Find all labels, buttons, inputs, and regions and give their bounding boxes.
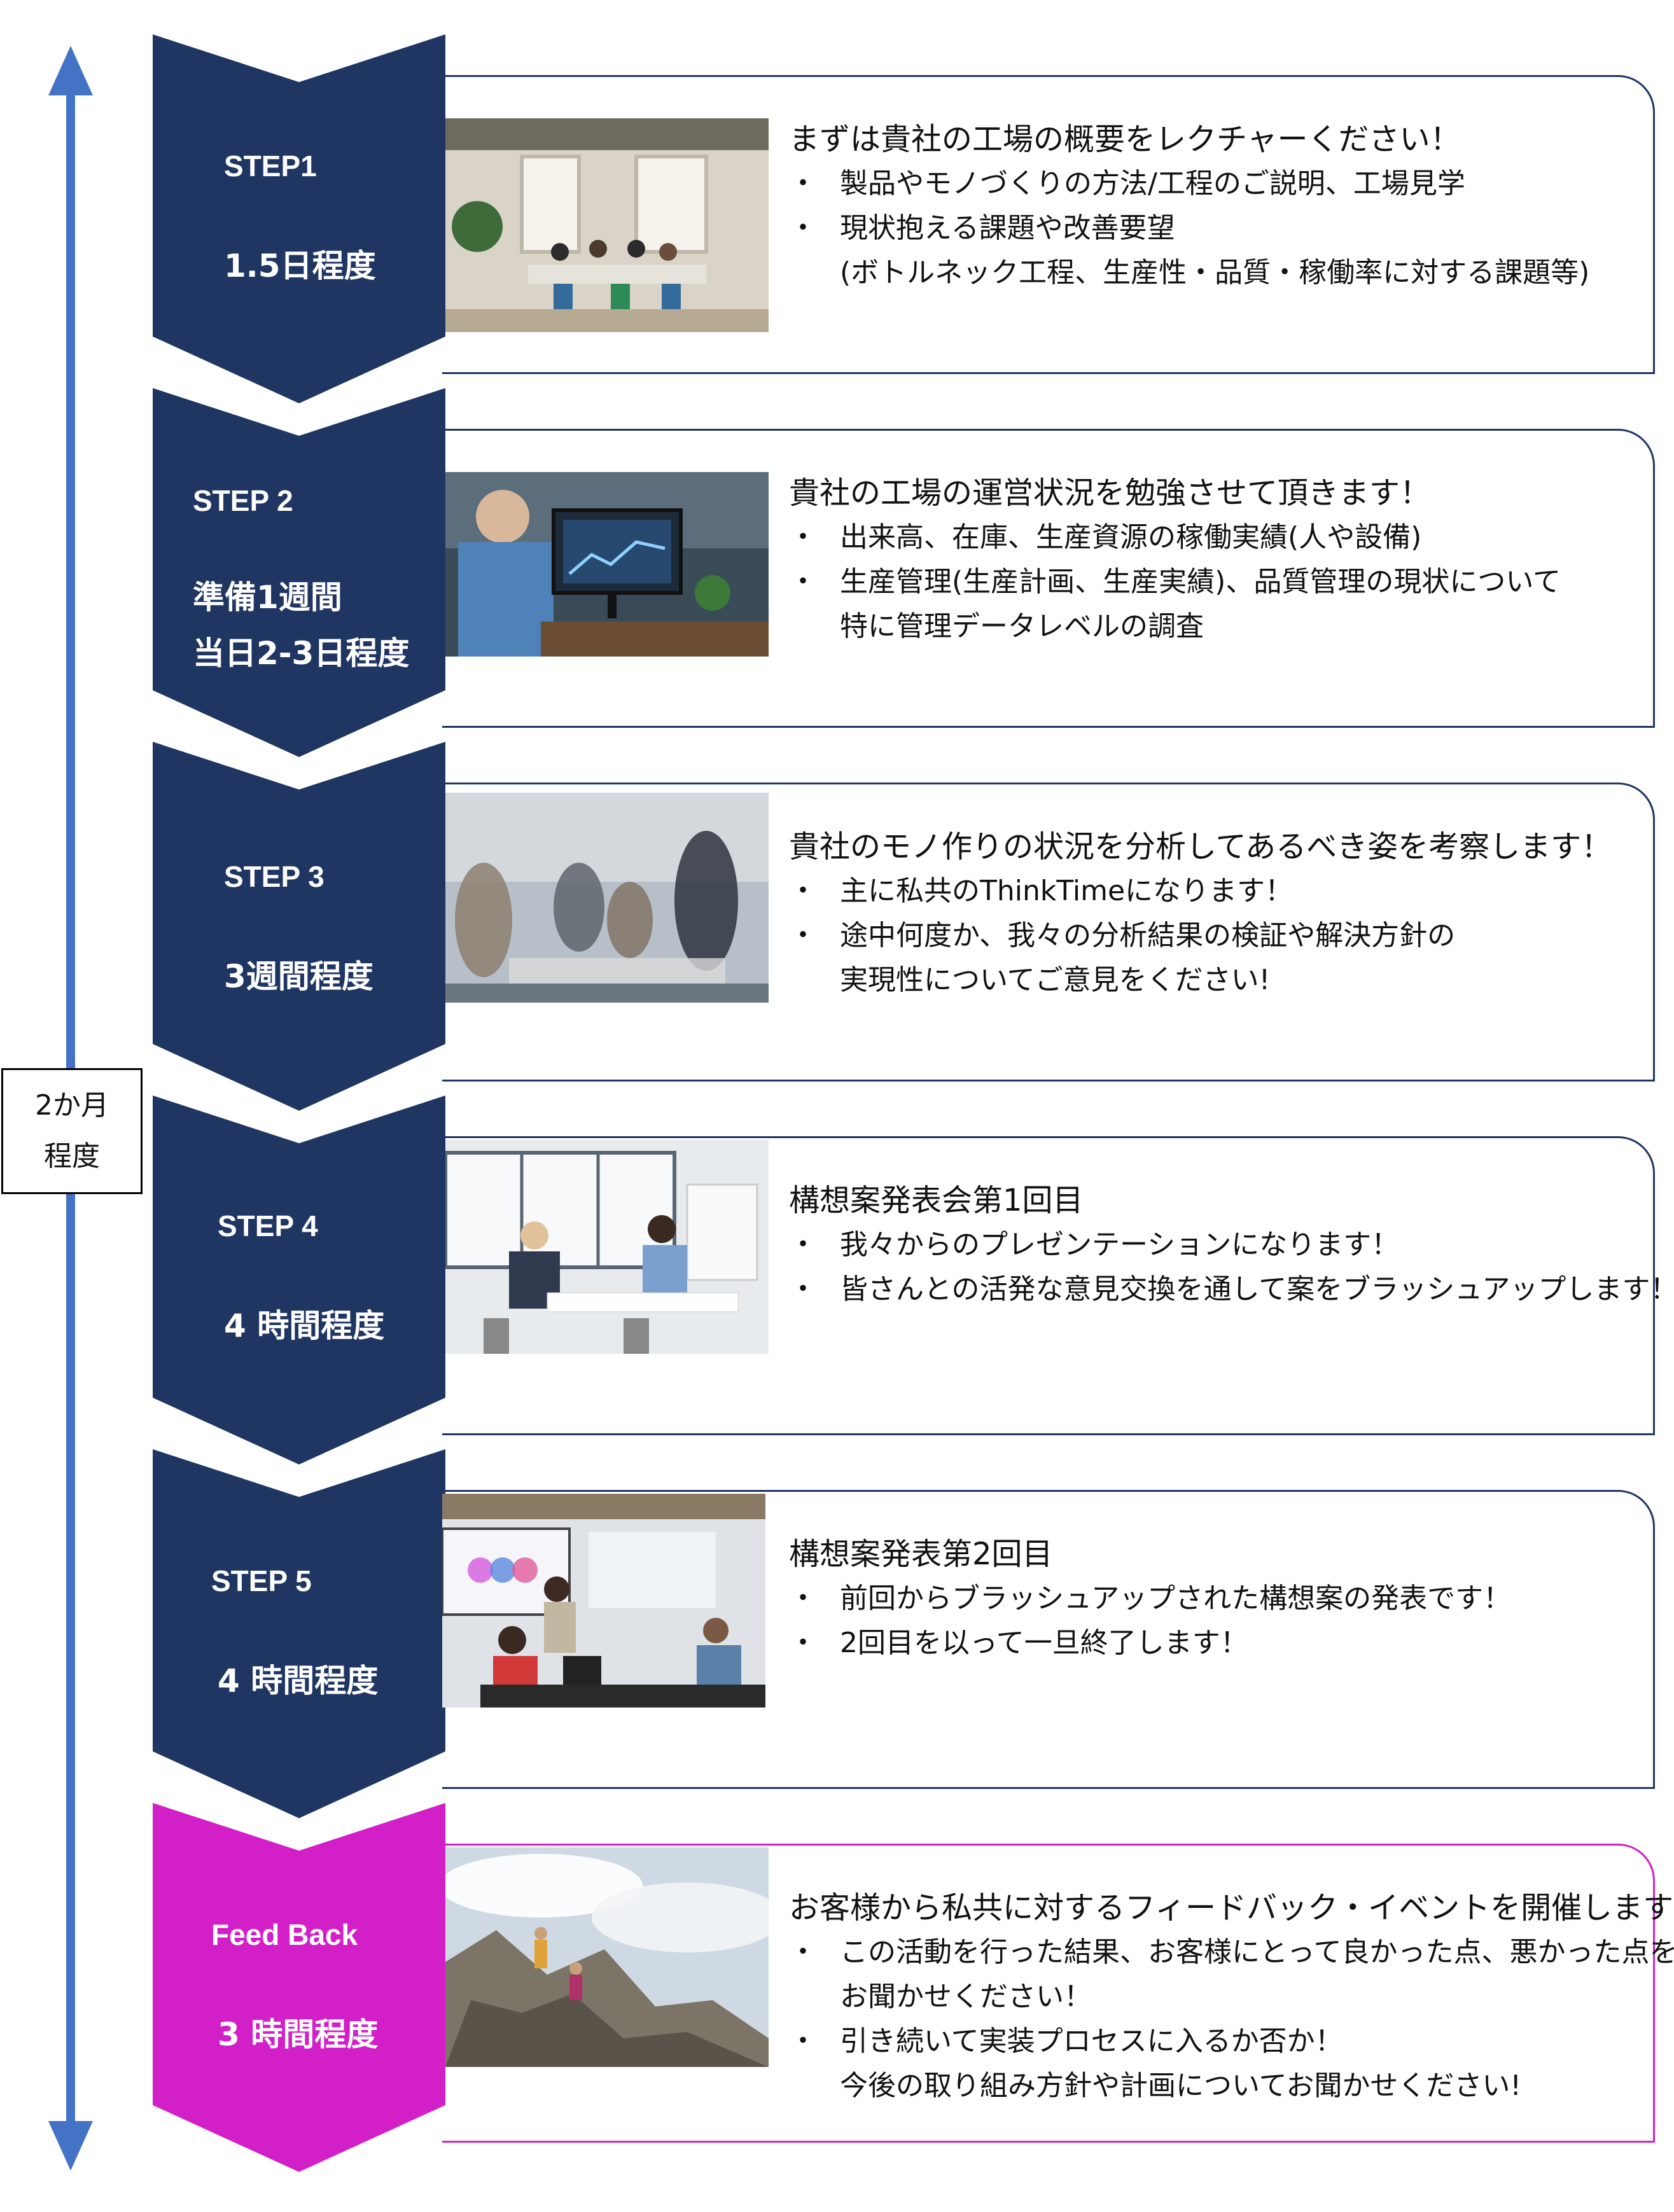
step-text: 構想案発表会第1回目 ・我々からのプレゼンテーションになります！ ・皆さんとの活… bbox=[789, 1178, 1674, 1312]
step-chevron: Feed Back 3 時間程度 bbox=[153, 1803, 445, 2172]
step-duration: 1.5日程度 bbox=[224, 247, 376, 284]
bullet-dot-icon: ・ bbox=[789, 1273, 817, 1305]
bullet-list: ・この活動を行った結果、お客様にとって良かった点、悪かった点をお聞かせください！… bbox=[789, 1930, 1674, 2108]
bullet-dot-icon: ・ bbox=[789, 212, 817, 244]
bullet-text: 前回からブラッシュアップされた構想案の発表です！ bbox=[840, 1582, 1512, 1615]
step-label: STEP 4 bbox=[218, 1209, 318, 1242]
step-text: 貴社の工場の運営状況を勉強させて頂きます！ ・出来高、在庫、生産資源の稼働実績(… bbox=[789, 471, 1642, 649]
bullet-dot-icon: ・ bbox=[789, 2025, 817, 2057]
bullet-dot-icon: ・ bbox=[789, 1936, 817, 1968]
step-chevron: STEP 2 準備1週間 当日2-3日程度 bbox=[153, 388, 445, 757]
bullet-dot-icon: ・ bbox=[789, 521, 817, 553]
step-text: 構想案発表第2回目 ・前回からブラッシュアップされた構想案の発表です！ ・ 2回目… bbox=[789, 1532, 1642, 1666]
bullet-item: ・出来高、在庫、生産資源の稼働実績(人や設備) bbox=[789, 515, 1642, 560]
step-label: Feed Back bbox=[211, 1918, 358, 1951]
bullet-text: この活動を行った結果、お客様にとって良かった点、悪かった点を bbox=[840, 1936, 1674, 1968]
step-headline: 構想案発表会第1回目 bbox=[789, 1183, 1084, 1218]
bullet-item: ・引き続いて実装プロセスに入るか否か！ 今後の取り組み方針や計画についてお聞かせく… bbox=[789, 2019, 1642, 2108]
bullet-text: 2回目を以って一旦終了します！ bbox=[840, 1627, 1248, 1659]
analyst-monitor-photo bbox=[445, 472, 769, 686]
bullet-text: 生産管理(生産計画、生産実績)、品質管理の現状について bbox=[840, 566, 1561, 598]
climbers-photo bbox=[445, 1847, 769, 2067]
bullet-item: ・現状抱える課題や改善要望 (ボトルネック工程、生産性・品質・稼働率に対する課題等… bbox=[789, 206, 1642, 295]
step-duration: 4 時間程度 bbox=[218, 1662, 379, 1699]
bullet-item: ・ 2回目を以って一旦終了します！ bbox=[789, 1621, 1642, 1666]
step-label: STEP1 bbox=[224, 150, 317, 183]
bullet-text: 我々からのプレゼンテーションになります！ bbox=[840, 1228, 1400, 1261]
bullet-continuation: 実現性についてご意見をください! bbox=[840, 964, 1271, 996]
conference-screen-photo bbox=[442, 1494, 765, 1708]
meeting-room-photo bbox=[445, 118, 769, 332]
bullet-continuation: (ボトルネック工程、生産性・品質・稼働率に対する課題等) bbox=[840, 256, 1590, 289]
bullet-text: 現状抱える課題や改善要望 bbox=[840, 212, 1175, 244]
step-duration: 3週間程度 bbox=[224, 958, 373, 995]
bullet-text: 皆さんとの活発な意見交換を通して案をブラッシュアップします！ bbox=[840, 1273, 1674, 1305]
bullet-dot-icon: ・ bbox=[789, 566, 817, 598]
bullet-item: ・主に私共のThinkTimeになります！ bbox=[789, 869, 1642, 914]
step-duration-detail: 当日2-3日程度 bbox=[193, 635, 410, 672]
step-chevron: STEP 3 3週間程度 bbox=[153, 742, 445, 1111]
bullet-text: 途中何度か、我々の分析結果の検証や解決方針の bbox=[840, 919, 1456, 952]
bullet-dot-icon: ・ bbox=[789, 919, 817, 952]
bullet-list: ・製品やモノづくりの方法/工程のご説明、工場見学 ・現状抱える課題や改善要望 (ボ… bbox=[789, 162, 1642, 295]
step-duration: 準備1週間 bbox=[193, 579, 342, 616]
step-label: STEP 2 bbox=[193, 484, 293, 517]
bullet-dot-icon: ・ bbox=[789, 167, 817, 200]
bullet-dot-icon: ・ bbox=[789, 1627, 817, 1659]
step-chevron: STEP1 1.5日程度 bbox=[153, 34, 445, 403]
bullet-item: ・我々からのプレゼンテーションになります！ bbox=[789, 1223, 1642, 1267]
step-headline: 貴社のモノ作りの状況を分析してあるべき姿を考察します！ bbox=[789, 829, 1612, 865]
bullet-item: ・皆さんとの活発な意見交換を通して案をブラッシュアップします！ bbox=[789, 1267, 1674, 1312]
bullet-item: ・前回からブラッシュアップされた構想案の発表です！ bbox=[789, 1576, 1642, 1621]
bullet-item: ・製品やモノづくりの方法/工程のご説明、工場見学 bbox=[789, 162, 1642, 206]
step-chevron: STEP 4 4 時間程度 bbox=[153, 1096, 445, 1464]
bullet-dot-icon: ・ bbox=[789, 1582, 817, 1615]
step-duration: 4 時間程度 bbox=[224, 1307, 385, 1344]
bullet-continuation: 特に管理データレベルの調査 bbox=[840, 610, 1204, 643]
bullet-dot-icon: ・ bbox=[789, 875, 817, 907]
blurred-team-photo bbox=[445, 793, 769, 1006]
step-headline: 構想案発表第2回目 bbox=[789, 1536, 1053, 1572]
bullet-list: ・出来高、在庫、生産資源の稼働実績(人や設備) ・生産管理(生産計画、生産実績)… bbox=[789, 515, 1642, 649]
bullet-list: ・主に私共のThinkTimeになります！ ・途中何度か、我々の分析結果の検証や… bbox=[789, 869, 1642, 1003]
step-text: まずは貴社の工場の概要をレクチャーください！ ・製品やモノづくりの方法/工程のご… bbox=[789, 117, 1642, 295]
bullet-list: ・我々からのプレゼンテーションになります！ ・皆さんとの活発な意見交換を通して案… bbox=[789, 1223, 1674, 1312]
step-headline: お客様から私共に対するフィードバック・イベントを開催します！ bbox=[789, 1890, 1674, 1926]
bullet-item: ・この活動を行った結果、お客様にとって良かった点、悪かった点をお聞かせください！ bbox=[789, 1930, 1674, 2019]
step-label: STEP 3 bbox=[224, 860, 324, 893]
bullet-continuation: 今後の取り組み方針や計画についてお聞かせください! bbox=[840, 2069, 1521, 2102]
bullet-text: 引き続いて実装プロセスに入るか否か！ bbox=[840, 2025, 1343, 2057]
presentation-meeting-photo bbox=[445, 1140, 769, 1354]
duration-label: 2か月 bbox=[35, 1089, 109, 1122]
step-headline: 貴社の工場の運営状況を勉強させて頂きます！ bbox=[789, 475, 1431, 511]
bullet-dot-icon: ・ bbox=[789, 1228, 817, 1261]
step-chevron: STEP 5 4 時間程度 bbox=[153, 1449, 445, 1818]
bullet-list: ・前回からブラッシュアップされた構想案の発表です！ ・ 2回目を以って一旦終了しま… bbox=[789, 1576, 1642, 1666]
step-text: 貴社のモノ作りの状況を分析してあるべき姿を考察します！ ・主に私共のThinkT… bbox=[789, 824, 1642, 1003]
duration-qualifier: 程度 bbox=[44, 1140, 100, 1172]
duration-box: 2か月 程度 bbox=[1, 1068, 143, 1194]
step-headline: まずは貴社の工場の概要をレクチャーください！ bbox=[789, 122, 1461, 157]
bullet-text: 出来高、在庫、生産資源の稼働実績(人や設備) bbox=[840, 521, 1422, 553]
step-duration: 3 時間程度 bbox=[218, 2016, 379, 2053]
bullet-text: 主に私共のThinkTimeになります！ bbox=[840, 875, 1294, 907]
step-label: STEP 5 bbox=[211, 1564, 312, 1597]
bullet-continuation: お聞かせください！ bbox=[840, 1980, 1092, 2013]
bullet-text: 製品やモノづくりの方法/工程のご説明、工場見学 bbox=[840, 167, 1465, 200]
bullet-item: ・生産管理(生産計画、生産実績)、品質管理の現状について特に管理データレベルの調… bbox=[789, 560, 1642, 649]
bullet-item: ・途中何度か、我々の分析結果の検証や解決方針の実現性についてご意見をください! bbox=[789, 914, 1642, 1003]
step-text: お客様から私共に対するフィードバック・イベントを開催します！ ・この活動を行った… bbox=[789, 1886, 1674, 2108]
